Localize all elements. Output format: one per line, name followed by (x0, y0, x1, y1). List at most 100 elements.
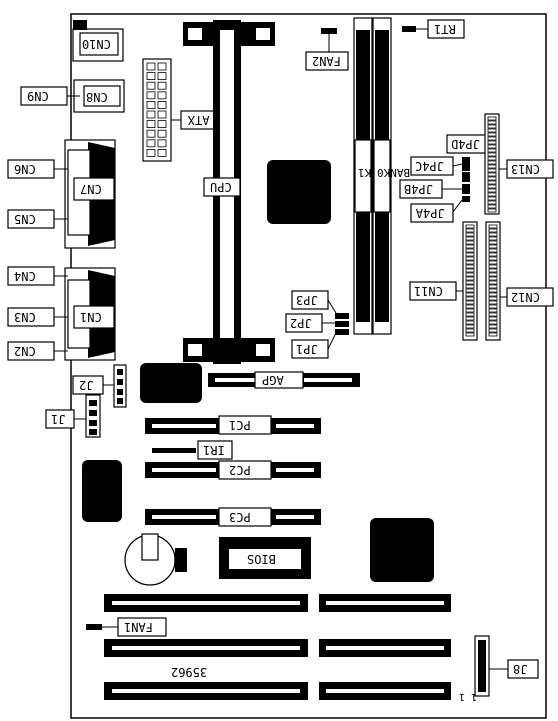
pin (465, 324, 475, 329)
pin (488, 324, 498, 329)
agp-label: AGP (262, 373, 284, 387)
fan1-label: FAN1 (124, 620, 153, 634)
pin (487, 176, 497, 181)
pin (487, 184, 497, 189)
pin (146, 120, 156, 128)
isa-slot-2 (104, 639, 308, 657)
battery (124, 533, 187, 586)
pin (488, 224, 498, 229)
pin (487, 120, 497, 125)
pin (488, 284, 498, 289)
pin (465, 268, 475, 273)
jp123-jumpers (335, 313, 349, 335)
pin (488, 280, 498, 285)
pin (488, 260, 498, 265)
jp4d-label: JP4D (451, 137, 480, 151)
pin (488, 308, 498, 313)
pin (487, 152, 497, 157)
pin (487, 204, 497, 209)
pin (465, 224, 475, 229)
isa-slot-1b (319, 594, 451, 612)
pin (487, 140, 497, 145)
cn12-header (485, 221, 501, 341)
pin (488, 296, 498, 301)
j1-header (85, 394, 101, 438)
pin (487, 132, 497, 137)
pin (465, 236, 475, 241)
pin (465, 308, 475, 313)
cn10-connector (72, 20, 124, 62)
pin (488, 312, 498, 317)
rt1-label: RT1 (434, 22, 456, 36)
atx-label: ATX (187, 113, 209, 127)
cn13-header (484, 113, 500, 215)
pin (488, 320, 498, 325)
cn9-label: CN9 (27, 89, 49, 103)
pin (488, 264, 498, 269)
rt1-part (402, 26, 416, 32)
pin (157, 129, 167, 138)
atx-connector (142, 58, 172, 162)
ir1-label: IR1 (203, 443, 225, 457)
cn12-label: CN12 (511, 290, 540, 304)
pin (157, 101, 167, 109)
j8-header (474, 635, 490, 697)
pin (488, 268, 498, 273)
cn10-label: CN10 (82, 37, 111, 51)
pin (465, 328, 475, 333)
pin (465, 316, 475, 321)
jp4b-label: JP4B (404, 182, 433, 196)
pin (487, 192, 497, 197)
pin (488, 232, 498, 237)
pin (465, 228, 475, 233)
pin (157, 110, 167, 119)
bank0-label: BANK0 (377, 166, 410, 179)
ir1-header (152, 448, 196, 453)
pin (488, 316, 498, 321)
pin (157, 72, 167, 80)
cn8-connector (73, 79, 125, 113)
fan1-header (86, 624, 102, 630)
pin (488, 252, 498, 257)
pin (487, 188, 497, 193)
pin (157, 81, 167, 90)
j2-label: J2 (79, 378, 93, 392)
jp4a-label: JP4A (415, 206, 445, 220)
j8-label: J8 (513, 662, 527, 676)
isa-slot-1 (104, 594, 308, 612)
pin (487, 196, 497, 201)
pin (146, 91, 156, 100)
pin (488, 244, 498, 249)
pin (488, 288, 498, 293)
cn7-connector (64, 139, 116, 249)
cn8-label: CN8 (86, 90, 108, 104)
cn11-header (462, 221, 478, 341)
pin (488, 228, 498, 233)
pin (465, 284, 475, 289)
pin (465, 296, 475, 301)
pin (465, 312, 475, 317)
pin (465, 276, 475, 281)
cpu-label: CPU (210, 180, 232, 194)
pin (146, 139, 156, 148)
pin (465, 264, 475, 269)
pin (465, 292, 475, 297)
pin (465, 256, 475, 261)
pin (488, 248, 498, 253)
cn4-label: CN4 (14, 269, 36, 283)
cn1-connector (64, 267, 116, 361)
bios-chip (219, 537, 311, 579)
pin (465, 304, 475, 309)
pin (465, 232, 475, 237)
bios-label: BIOS (247, 552, 276, 566)
isa-slot-2b (319, 639, 451, 657)
pin (465, 244, 475, 249)
pc1-label: PC1 (229, 418, 251, 432)
pin (487, 144, 497, 149)
pin (487, 124, 497, 129)
pin (488, 240, 498, 245)
pin (487, 160, 497, 165)
corner-mark: 1 1 (459, 691, 477, 702)
chipset-north (267, 160, 331, 224)
